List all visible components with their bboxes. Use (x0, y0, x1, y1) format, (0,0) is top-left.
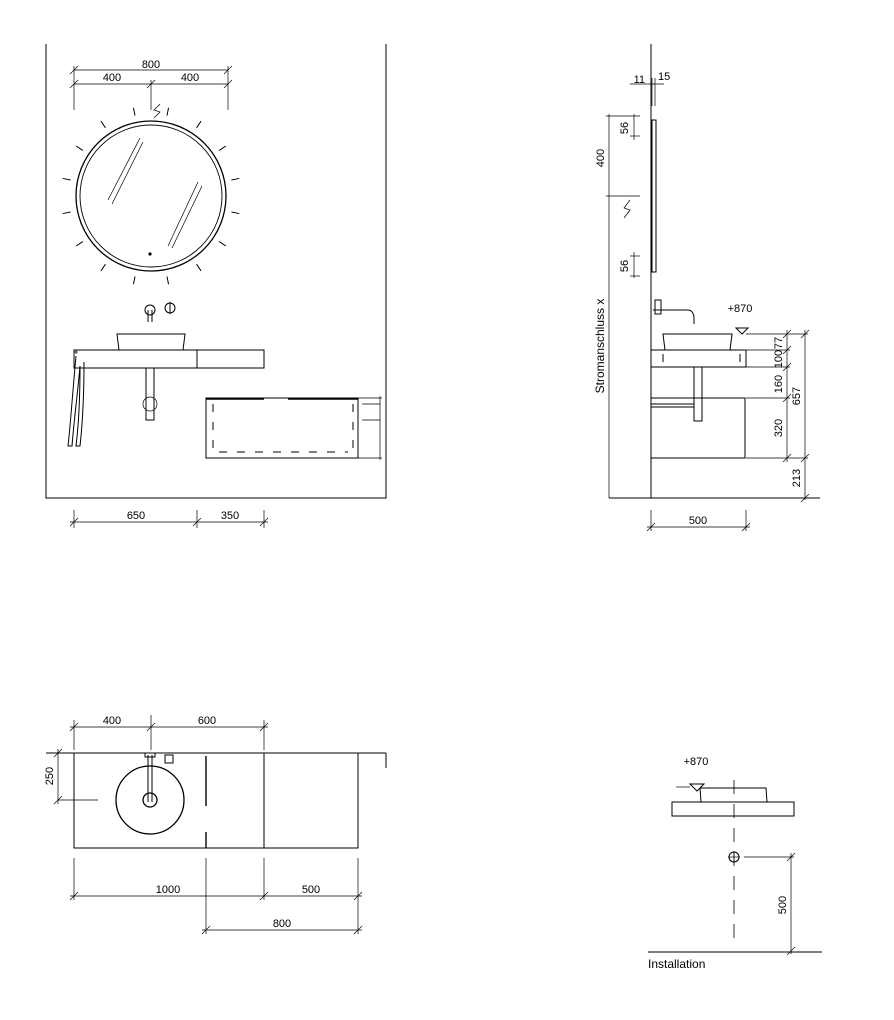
basin-height-label: 77 (773, 337, 785, 349)
front-bottom-dimension: 650 350 (69, 510, 269, 528)
basin-plan (115, 765, 185, 835)
side-view: 11 15 56 400 56 Stromanschluss x +870 (593, 44, 820, 532)
electric-symbol-icon-side (623, 199, 631, 219)
top-view: 400 600 250 (44, 715, 387, 935)
light-ray (62, 177, 71, 181)
light-ray (196, 263, 202, 272)
light-ray (231, 177, 240, 181)
tap-mount (654, 299, 662, 315)
top-view-upper-dimension: 400 600 (69, 715, 269, 750)
side-counter (650, 333, 747, 422)
mirror-width-dimension: 800 400 400 (69, 59, 233, 110)
mirror-half-right-label: 400 (181, 72, 199, 84)
light-ray (100, 120, 106, 129)
light-ray (166, 107, 170, 116)
mirror-top-margin-label: 56 (619, 122, 631, 134)
front-view: 800 400 400 (45, 44, 387, 528)
top-height-label: +870 (728, 303, 753, 315)
drain-icon (142, 792, 158, 808)
basin-depth-dimension: 250 (44, 748, 63, 805)
counter-plan (58, 752, 359, 849)
light-ray (196, 120, 202, 129)
mirror-width-label: 800 (142, 59, 160, 71)
light-ray (231, 211, 240, 215)
electric-symbol-icon (153, 103, 161, 119)
total-height-label: 657 (791, 387, 803, 405)
drawer-span-label: 800 (273, 918, 291, 930)
drawer-width-label: 350 (221, 510, 239, 522)
light-ray (62, 211, 71, 215)
mirror-bottom-margin-label: 56 (619, 260, 631, 272)
drawer-length-label: 500 (302, 884, 320, 896)
light-ray (166, 276, 170, 285)
light-ray (75, 145, 84, 151)
outlet-height-label: 400 (595, 149, 607, 167)
light-ray (218, 241, 227, 247)
mirror-thickness-dimension: 11 15 (630, 71, 670, 106)
side-height-dimensions: 77 100 160 657 320 213 (746, 329, 810, 503)
side-depth-dimension: 500 (646, 510, 751, 532)
mirror-half-left-label: 400 (103, 72, 121, 84)
mirror-thickness-label: 11 (634, 74, 645, 86)
outlet-label: Stromanschluss x (593, 299, 607, 394)
drawer-height-label: 320 (773, 419, 785, 437)
light-ray (132, 107, 136, 116)
light-ray (75, 241, 84, 247)
top-view-lower-dimension: 1000 500 800 (69, 858, 363, 935)
install-drain-dimension: 500 (744, 852, 796, 956)
mirror-offset-label: 15 (658, 71, 670, 83)
basin-offset-label: 400 (103, 715, 121, 727)
top-width-label: 650 (127, 510, 145, 522)
round-mirror (75, 120, 227, 272)
counter-length-label: 1000 (156, 884, 180, 896)
height-marker-870: +870 (728, 303, 753, 335)
front-drawer (205, 396, 382, 460)
right-offset-label: 600 (198, 715, 216, 727)
install-drain-height-label: 500 (777, 896, 789, 914)
installation-view: +870 500 Installation (648, 756, 822, 971)
install-basin (699, 787, 768, 803)
mirror-side-profile (651, 119, 657, 273)
install-label: Installation (648, 957, 705, 971)
gap-height-label: 160 (773, 375, 785, 393)
floor-gap-label: 213 (791, 469, 803, 487)
counter-height-label: 100 (773, 350, 785, 368)
wall-tap-icon (144, 302, 176, 322)
front-counter (67, 333, 265, 447)
install-top-height-label: +870 (684, 756, 709, 768)
tap-side-profile (653, 309, 695, 324)
light-ray (100, 263, 106, 272)
install-counter (671, 801, 795, 817)
mirror-vertical-dimension: 56 400 56 Stromanschluss x (593, 114, 640, 498)
basin-depth-label: 250 (44, 767, 56, 785)
depth-label: 500 (689, 515, 707, 527)
light-ray (218, 145, 227, 151)
light-rays (62, 107, 240, 285)
side-drawer (650, 397, 746, 459)
light-ray (132, 276, 136, 285)
front-wall-outline (45, 44, 387, 499)
